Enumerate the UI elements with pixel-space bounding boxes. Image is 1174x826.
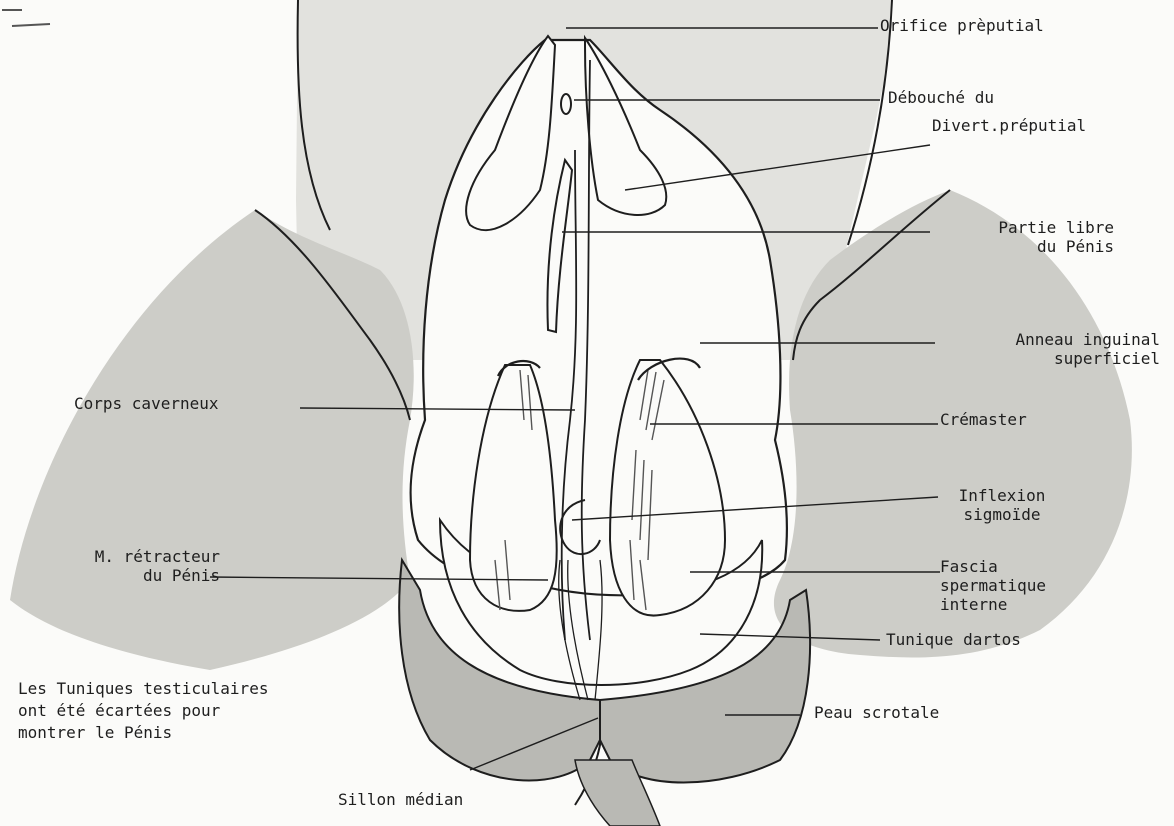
label-debouche-du: Débouché du [888, 88, 994, 107]
label-orifice-preputial: Orifice prèputial [880, 16, 1044, 35]
label-inflexion-l1: Inflexion [959, 486, 1046, 505]
label-cremaster: Crémaster [940, 410, 1027, 429]
label-sillon-median: Sillon médian [338, 790, 463, 809]
label-fascia-spermatique: Fascia spermatique interne [940, 557, 1046, 614]
label-partie-libre: Partie libre du Pénis [938, 218, 1114, 256]
label-inflexion-l2: sigmoïde [963, 505, 1040, 524]
label-partie-libre-l2: du Pénis [1037, 237, 1114, 256]
label-peau-scrotale: Peau scrotale [814, 703, 939, 722]
label-inflexion-sigmoide: Inflexion sigmoïde [936, 486, 1068, 524]
caption-note-l1: Les Tuniques testiculaires [18, 679, 268, 698]
preputial-opening [561, 94, 571, 114]
label-anneau-l2: superficiel [1054, 349, 1160, 368]
label-anneau-l1: Anneau inguinal [1016, 330, 1161, 349]
label-tunique-dartos: Tunique dartos [886, 630, 1021, 649]
label-fascia-l1: Fascia [940, 557, 998, 576]
label-retracteur-l2: du Pénis [143, 566, 220, 585]
label-divert-preputial: Divert.préputial [932, 116, 1086, 135]
label-retracteur-l1: M. rétracteur [95, 547, 220, 566]
label-retracteur: M. rétracteur du Pénis [10, 547, 220, 585]
label-partie-libre-l1: Partie libre [998, 218, 1114, 237]
label-fascia-l3: interne [940, 595, 1007, 614]
caption-note-l2: ont été écartées pour [18, 701, 220, 720]
label-corps-caverneux: Corps caverneux [74, 394, 219, 413]
label-anneau-inguinal: Anneau inguinal superficiel [938, 330, 1160, 368]
caption-note-l3: montrer le Pénis [18, 723, 172, 742]
label-fascia-l2: spermatique [940, 576, 1046, 595]
caption-note: Les Tuniques testiculaires ont été écart… [18, 678, 268, 744]
